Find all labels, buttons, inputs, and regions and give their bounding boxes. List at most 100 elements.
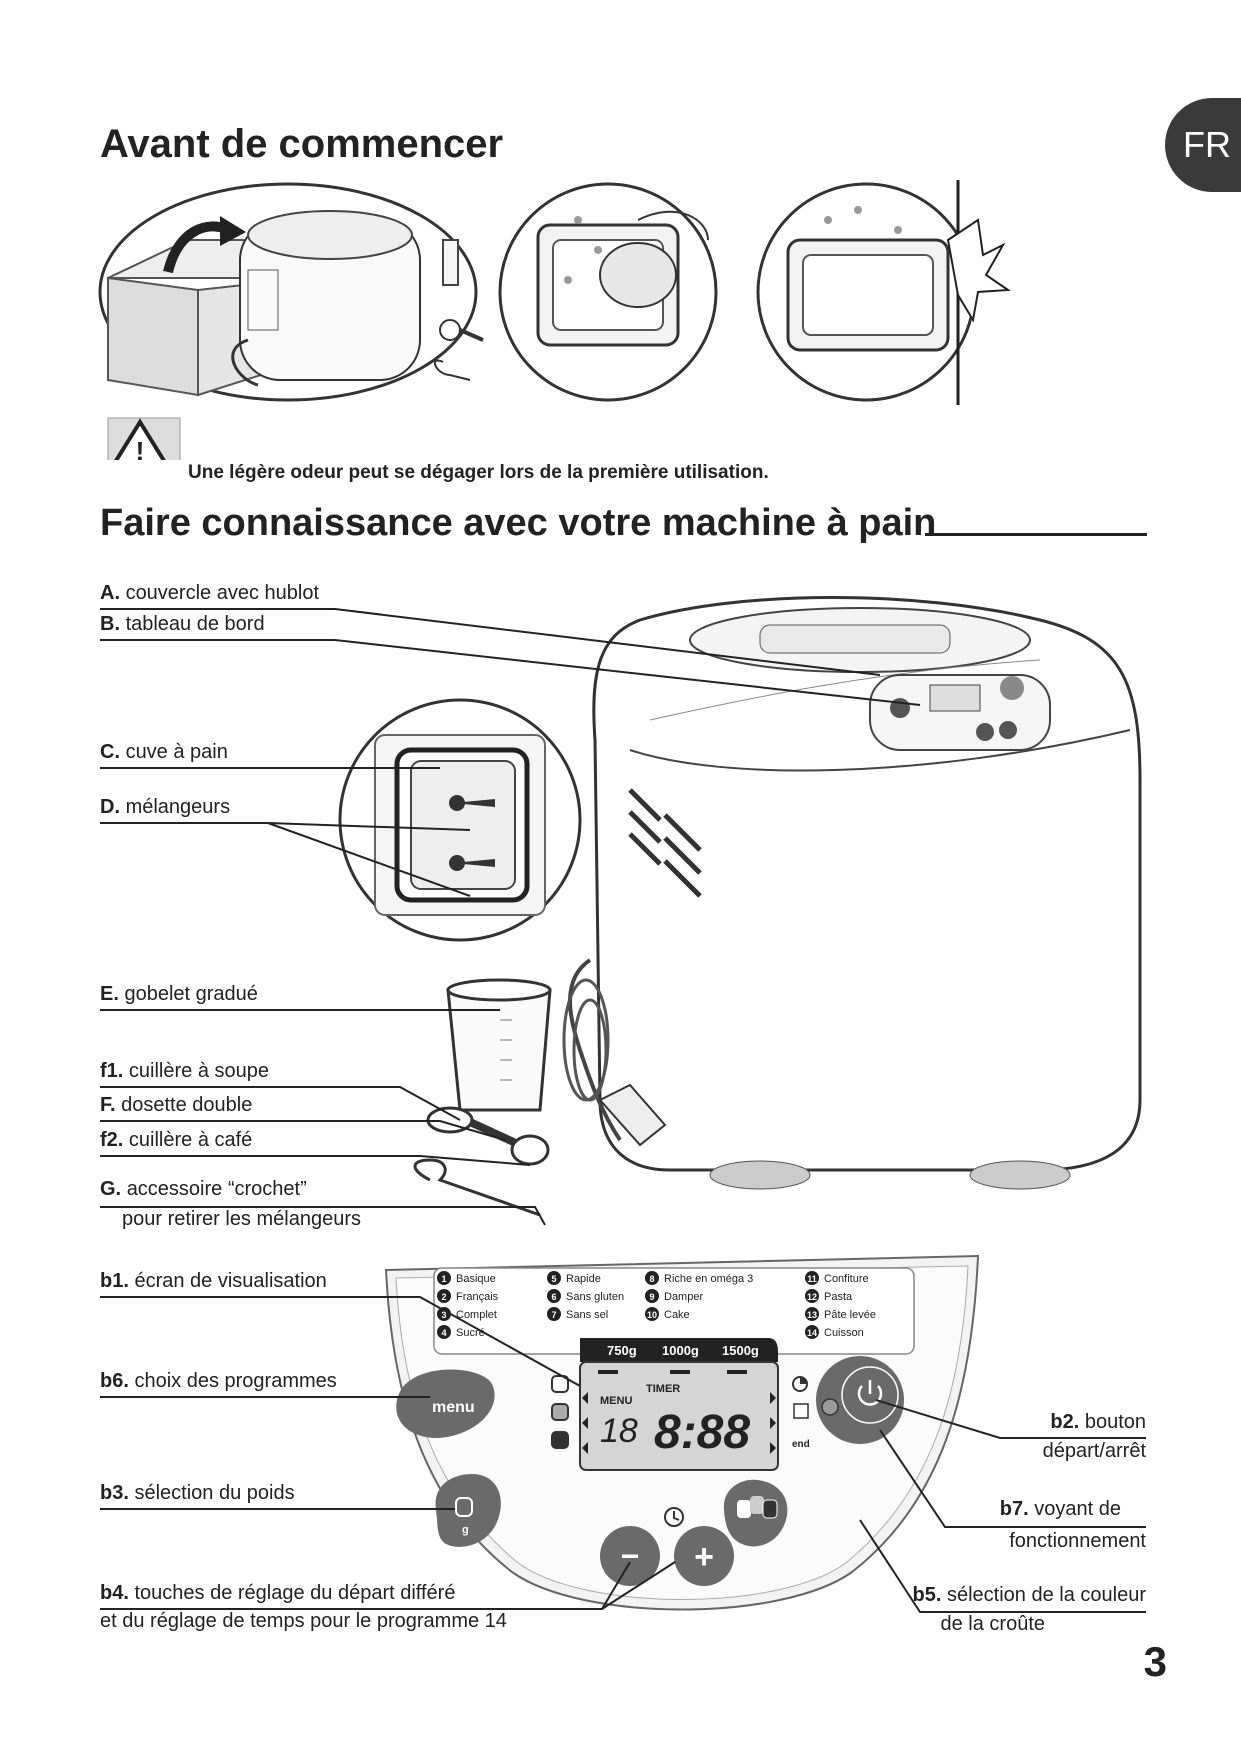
power-indicator-light [821,1398,839,1416]
power-cord [562,958,667,1147]
program-name: Basique [456,1273,496,1285]
mixer-paddle-top [449,795,495,811]
section-title-avant: Avant de commencer [100,122,504,166]
program-number: 11 [807,1274,817,1284]
program-item: 1 Basique [437,1271,496,1285]
program-name: Pâte levée [824,1309,876,1321]
program-name: Confiture [824,1273,869,1285]
plus-button: + [674,1526,734,1586]
program-number: 10 [647,1310,657,1320]
hook-accessory [413,1158,541,1217]
weight-1500: 1500g [722,1343,759,1358]
dry-tank-illustration [756,180,1011,405]
label-E: E. gobelet gradué [100,983,258,1005]
label-f1: f1. cuillère à soupe [100,1060,269,1082]
program-name: Sans sel [566,1309,608,1321]
before-use-illustrations: ! [98,180,1011,460]
svg-text:+: + [694,1538,714,1576]
timer-label: TIMER [646,1383,680,1395]
program-number: 6 [551,1292,556,1302]
status-icons-right: end [792,1376,810,1450]
program-name: Riche en oméga 3 [664,1273,753,1285]
program-number-badge [805,1325,819,1339]
unboxing-illustration [98,182,484,402]
label-b2-line2: départ/arrêt [1042,1440,1146,1462]
clock-icon [664,1507,684,1527]
label-b5: b5. sélection de la couleur [912,1584,1146,1606]
air-vents [628,788,702,898]
warning-icon: ! [107,417,181,460]
program-number: 1 [441,1274,446,1284]
label-b6: b6. choix des programmes [100,1370,337,1392]
double-measuring-spoon [426,1106,550,1166]
program-name: Sans gluten [566,1291,624,1303]
label-D: D. mélangeurs [100,796,231,818]
menu-label: MENU [600,1395,632,1407]
page-number: 3 [1143,1638,1167,1685]
program-name: Français [456,1291,499,1303]
program-number: 4 [441,1328,446,1338]
label-B: B. tableau de bord [100,613,265,635]
program-number-badge [645,1289,659,1303]
program-name: Cake [664,1309,690,1321]
label-b7: b7. voyant de [999,1498,1121,1520]
program-number-badge [437,1271,451,1285]
program-item: 10 Cake [645,1307,690,1321]
program-item: 6 Sans gluten [547,1289,624,1303]
label-b5-line2: de la croûte [940,1613,1045,1635]
weight-button: g [435,1474,501,1547]
program-number: 13 [807,1310,817,1320]
crust-icons-left [551,1375,569,1449]
lcd-small-digits: 18 [600,1412,638,1450]
warning-text: Une légère odeur peut se dégager lors de… [188,462,769,483]
weight-1000: 1000g [662,1343,699,1358]
label-f2: f2. cuillère à café [100,1129,253,1151]
program-item: 9 Damper [645,1289,703,1303]
section-title-machine: Faire connaissance avec votre machine à … [100,502,937,544]
program-number-badge [645,1307,659,1321]
svg-text:−: − [621,1538,640,1574]
weight-bar: 750g 1000g 1500g [580,1338,778,1362]
program-item: 13 Pâte levée [805,1307,876,1321]
program-name: Rapide [566,1273,601,1285]
program-item: 5 Rapide [547,1271,601,1285]
program-number: 2 [441,1292,446,1302]
title-rule [925,533,1147,536]
label-b3: b3. sélection du poids [100,1482,295,1504]
program-number: 5 [551,1274,556,1284]
label-b1: b1. écran de visualisation [100,1270,327,1292]
language-tab: FR [1165,98,1241,192]
program-item: 11 Confiture [805,1271,869,1285]
program-number-badge [805,1307,819,1321]
program-item: 2 Français [437,1289,499,1303]
program-name: Damper [664,1291,703,1303]
label-b4: b4. touches de réglage du départ différé [100,1582,456,1604]
end-label: end [792,1439,810,1450]
program-number: 3 [441,1310,446,1320]
svg-text:g: g [462,1524,469,1536]
label-G-line2: pour retirer les mélangeurs [122,1208,361,1230]
program-number: 9 [649,1292,654,1302]
bread-pan-illustration [338,698,582,942]
wash-tank-illustration [498,182,718,402]
measuring-cup [446,978,552,1112]
program-name: Cuisson [824,1327,864,1339]
program-name: Sucré [456,1327,485,1339]
label-C: C. cuve à pain [100,741,228,763]
label-F: F. dosette double [100,1094,253,1116]
accessories-illustration [413,978,552,1217]
lcd-display: TIMER MENU 18 8:88 [579,1361,779,1471]
label-b7-line2: fonctionnement [1009,1530,1146,1552]
program-number-badge [645,1271,659,1285]
label-b4-line2: et du réglage de temps pour le programme… [100,1610,507,1632]
label-A: A. couvercle avec hublot [100,582,320,604]
crust-color-button [723,1479,788,1547]
weight-750: 750g [607,1343,637,1358]
program-name: Pasta [824,1291,853,1303]
